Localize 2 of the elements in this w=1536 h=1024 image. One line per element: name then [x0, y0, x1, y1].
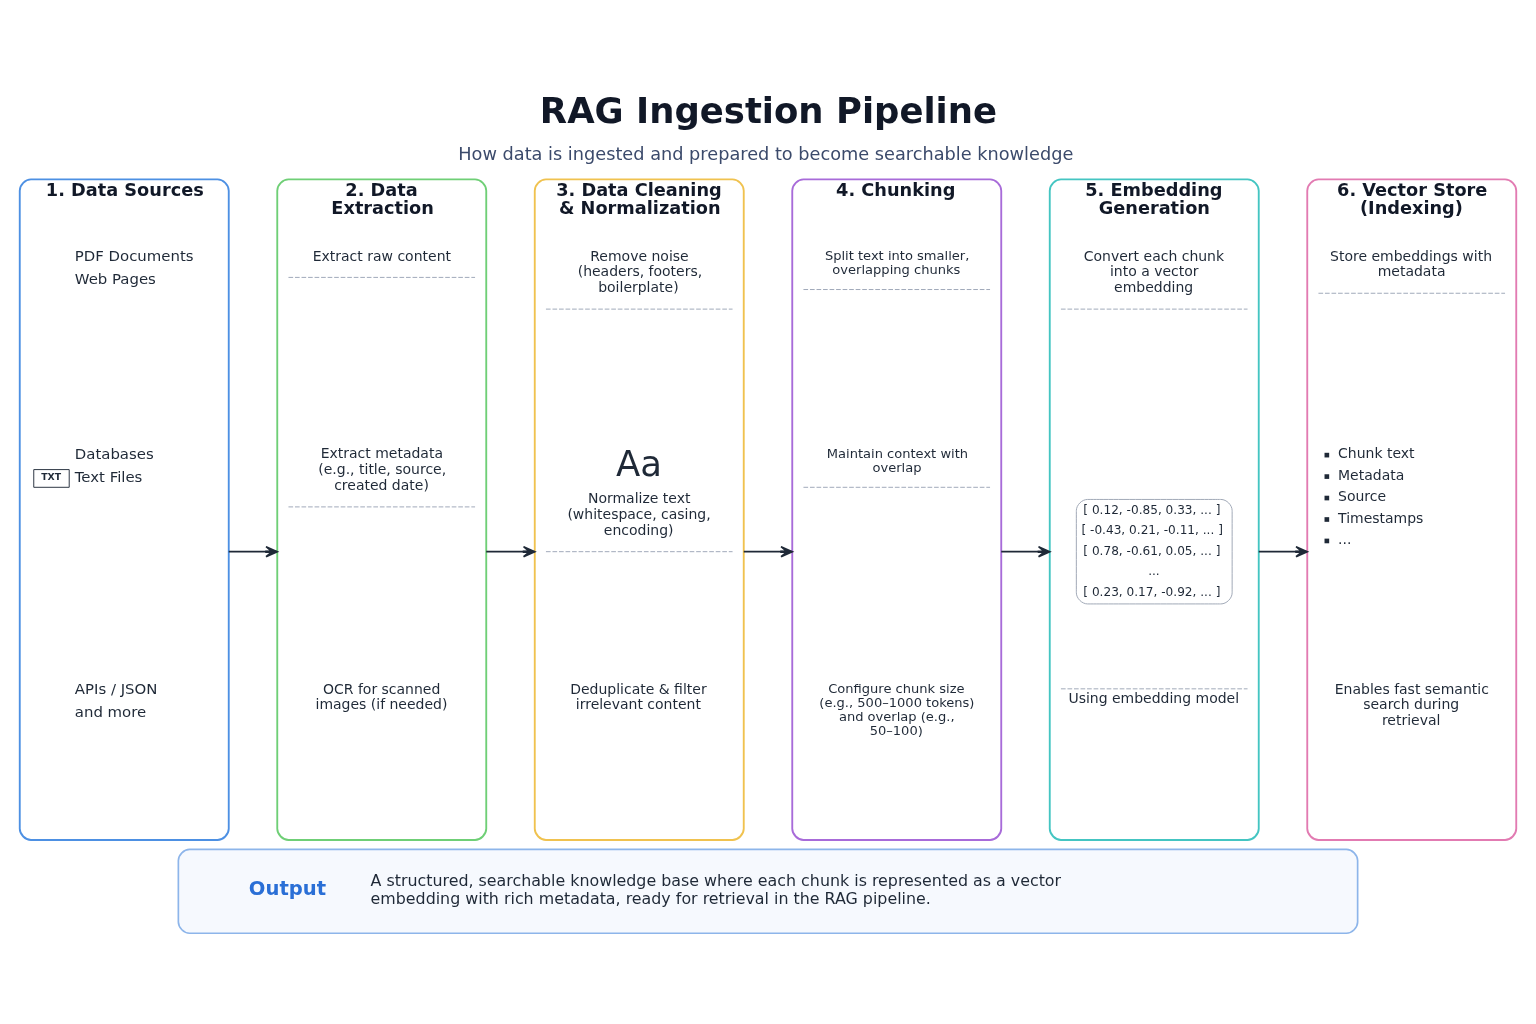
label: How data is ingested and prepared to become searchable knowledge [458, 143, 1074, 164]
diagram-title: RAG Ingestion Pipeline [539, 89, 998, 131]
